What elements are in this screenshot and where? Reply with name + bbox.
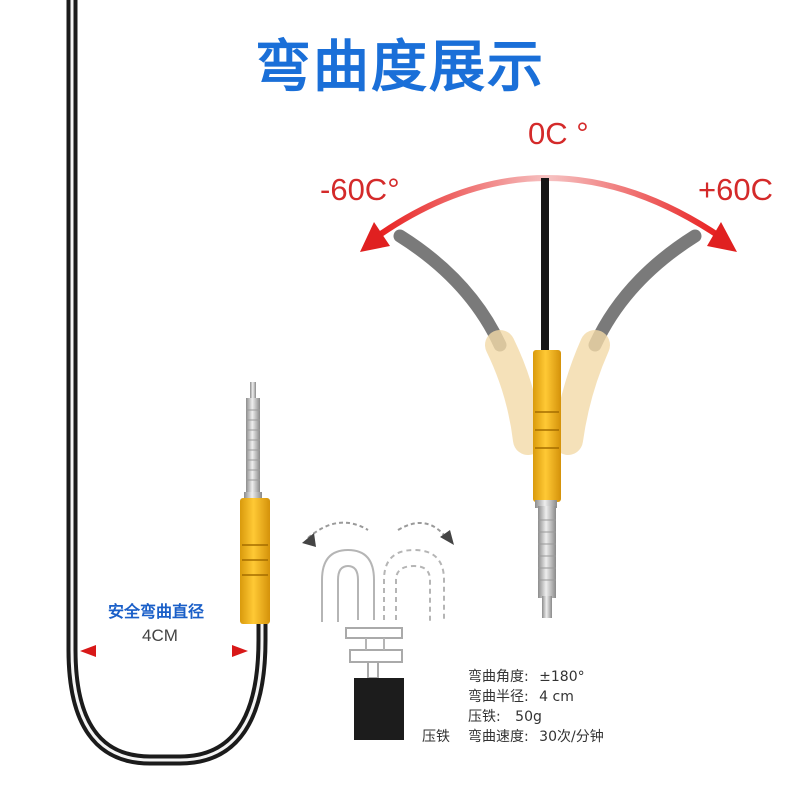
spec-weight: 压铁: 50g <box>468 708 542 727</box>
weight-block-icon <box>354 661 404 740</box>
sensor-upright <box>533 178 561 618</box>
spec-speed: 弯曲速度: 30次/分钟 <box>468 728 604 747</box>
spec-weight-value: 50g <box>515 709 542 725</box>
radius-dimension-arrow <box>80 645 248 657</box>
spec-angle-key: 弯曲角度: <box>468 669 529 685</box>
angle-label-center: 0C ° <box>528 116 589 151</box>
sensor-probe-icon <box>240 382 270 624</box>
bend-range-ghosts <box>393 229 702 455</box>
spec-speed-value: 30次/分钟 <box>539 729 604 745</box>
bent-cable <box>66 0 268 766</box>
spec-radius-value: 4 cm <box>539 689 574 705</box>
spec-speed-key: 弯曲速度: <box>468 729 529 745</box>
safe-radius-label: 安全弯曲直径 <box>108 604 205 621</box>
test-fixture-icon <box>302 521 454 663</box>
spec-angle: 弯曲角度: ±180° <box>468 668 585 687</box>
spec-weight-tag: 压铁 <box>422 729 450 745</box>
safe-radius-value: 4CM <box>142 626 178 645</box>
spec-radius: 弯曲半径: 4 cm <box>468 688 574 707</box>
angle-label-left: -60C° <box>320 172 400 207</box>
angle-label-right: +60C <box>698 172 773 207</box>
spec-weight-key: 压铁: <box>468 709 501 725</box>
page-title: 弯曲度展示 <box>255 35 545 100</box>
spec-radius-key: 弯曲半径: <box>468 689 529 705</box>
spec-angle-value: ±180° <box>539 669 585 685</box>
